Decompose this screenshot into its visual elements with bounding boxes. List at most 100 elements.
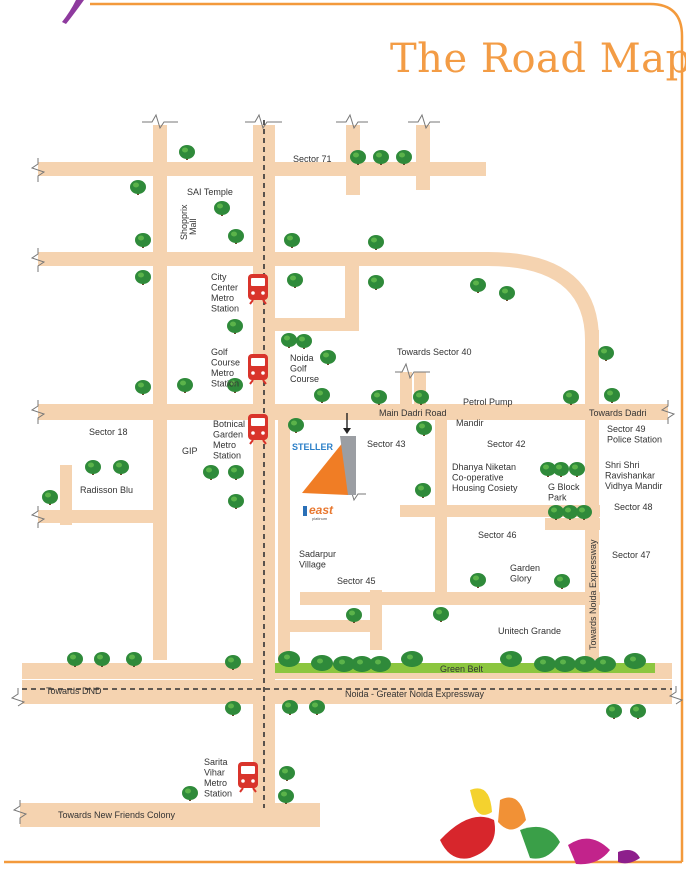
tree-icon [288, 418, 304, 433]
label-unitech-grande: Unitech Grande [498, 626, 561, 636]
tree-icon [470, 573, 486, 588]
road-sector46 [545, 518, 600, 530]
label-towards-noida-expressway: Towards Noida Expressway [588, 539, 598, 650]
tree-icon [214, 201, 230, 216]
tree-icon [311, 655, 333, 671]
road-vertical-top-right [416, 125, 430, 190]
tree-icon [333, 656, 355, 672]
tree-icon [281, 333, 297, 348]
tree-icon [369, 656, 391, 672]
road-sector45-lower [285, 620, 375, 632]
tree-icon [433, 607, 449, 622]
steller-building [302, 413, 356, 495]
road-golf-link [275, 318, 359, 331]
metro-train-icon [248, 354, 268, 385]
label-sector47: Sector 47 [612, 550, 651, 560]
tree-icon [227, 319, 243, 334]
tree-icon [554, 574, 570, 589]
tree-icon [94, 652, 110, 667]
tree-icon [227, 378, 243, 393]
tree-icon [574, 656, 596, 672]
road-expressway [22, 680, 672, 704]
label-towards-dnd: Towards DND [46, 686, 102, 696]
label-radisson-blu: Radisson Blu [80, 485, 133, 495]
tree-icon [351, 656, 373, 672]
tree-icon [42, 490, 58, 505]
brand-logo-text: east [309, 503, 334, 517]
label-sector71: Sector 71 [293, 154, 332, 164]
tree-icon [576, 505, 592, 520]
tree-icon [346, 608, 362, 623]
trees [42, 145, 646, 804]
road-main-dadri [38, 404, 668, 420]
label-sector46: Sector 46 [478, 530, 517, 540]
label-towards-new-friends-colony: Towards New Friends Colony [58, 810, 176, 820]
road-vertical-left [153, 125, 167, 660]
tree-icon [314, 388, 330, 403]
tree-icon [554, 656, 576, 672]
tree-icon [540, 462, 556, 477]
label-shopprix-line1: Shopprix [179, 204, 189, 240]
tree-icon [203, 465, 219, 480]
tree-icon [396, 150, 412, 165]
metro-train-icon [248, 414, 268, 445]
road-vertical-sector40-a [400, 372, 412, 412]
label-steller: STELLER [292, 442, 334, 452]
tree-icon [401, 651, 423, 667]
label-mandir: Mandir [456, 418, 484, 428]
label-sector48: Sector 48 [614, 502, 653, 512]
paint-splash-top [62, 0, 84, 24]
steller-building-side [340, 436, 356, 495]
metro-stations [238, 274, 268, 793]
tree-icon [534, 656, 556, 672]
tree-icon [130, 180, 146, 195]
steller-building-shape [302, 436, 348, 495]
tree-icon [228, 229, 244, 244]
tree-icon [287, 273, 303, 288]
road-sector71 [38, 162, 486, 176]
tree-icon [282, 700, 298, 715]
tree-icon [373, 150, 389, 165]
label-shopprix-line2: Mall [188, 218, 198, 235]
label-sector18: Sector 18 [89, 427, 128, 437]
tree-icon [177, 378, 193, 393]
tree-icon [135, 233, 151, 248]
road-curve [360, 252, 599, 340]
tree-icon [350, 150, 366, 165]
tree-icon [569, 462, 585, 477]
tree-icon [284, 233, 300, 248]
tree-icon [415, 483, 431, 498]
tree-icon [548, 505, 564, 520]
steller-arrow [343, 428, 351, 434]
label-gip: GIP [182, 446, 198, 456]
tree-icon [500, 651, 522, 667]
metro-train-icon [248, 274, 268, 305]
tree-icon [225, 655, 241, 670]
tree-icon [320, 350, 336, 365]
label-main-dadri-road: Main Dadri Road [379, 408, 447, 418]
tree-icon [562, 505, 578, 520]
road-vertical-golf [345, 265, 359, 331]
tree-icon [371, 390, 387, 405]
green-belt [275, 663, 655, 673]
paint-splash-bottom [440, 788, 640, 865]
label-sai-temple: SAI Temple [187, 187, 233, 197]
tree-icon [225, 701, 241, 716]
label-green-belt: Green Belt [440, 664, 484, 674]
tree-icon [624, 653, 646, 669]
tree-icon [179, 145, 195, 160]
tree-icon [278, 651, 300, 667]
tree-icon [278, 789, 294, 804]
tree-icon [135, 270, 151, 285]
brand-logo-mark [303, 506, 307, 516]
